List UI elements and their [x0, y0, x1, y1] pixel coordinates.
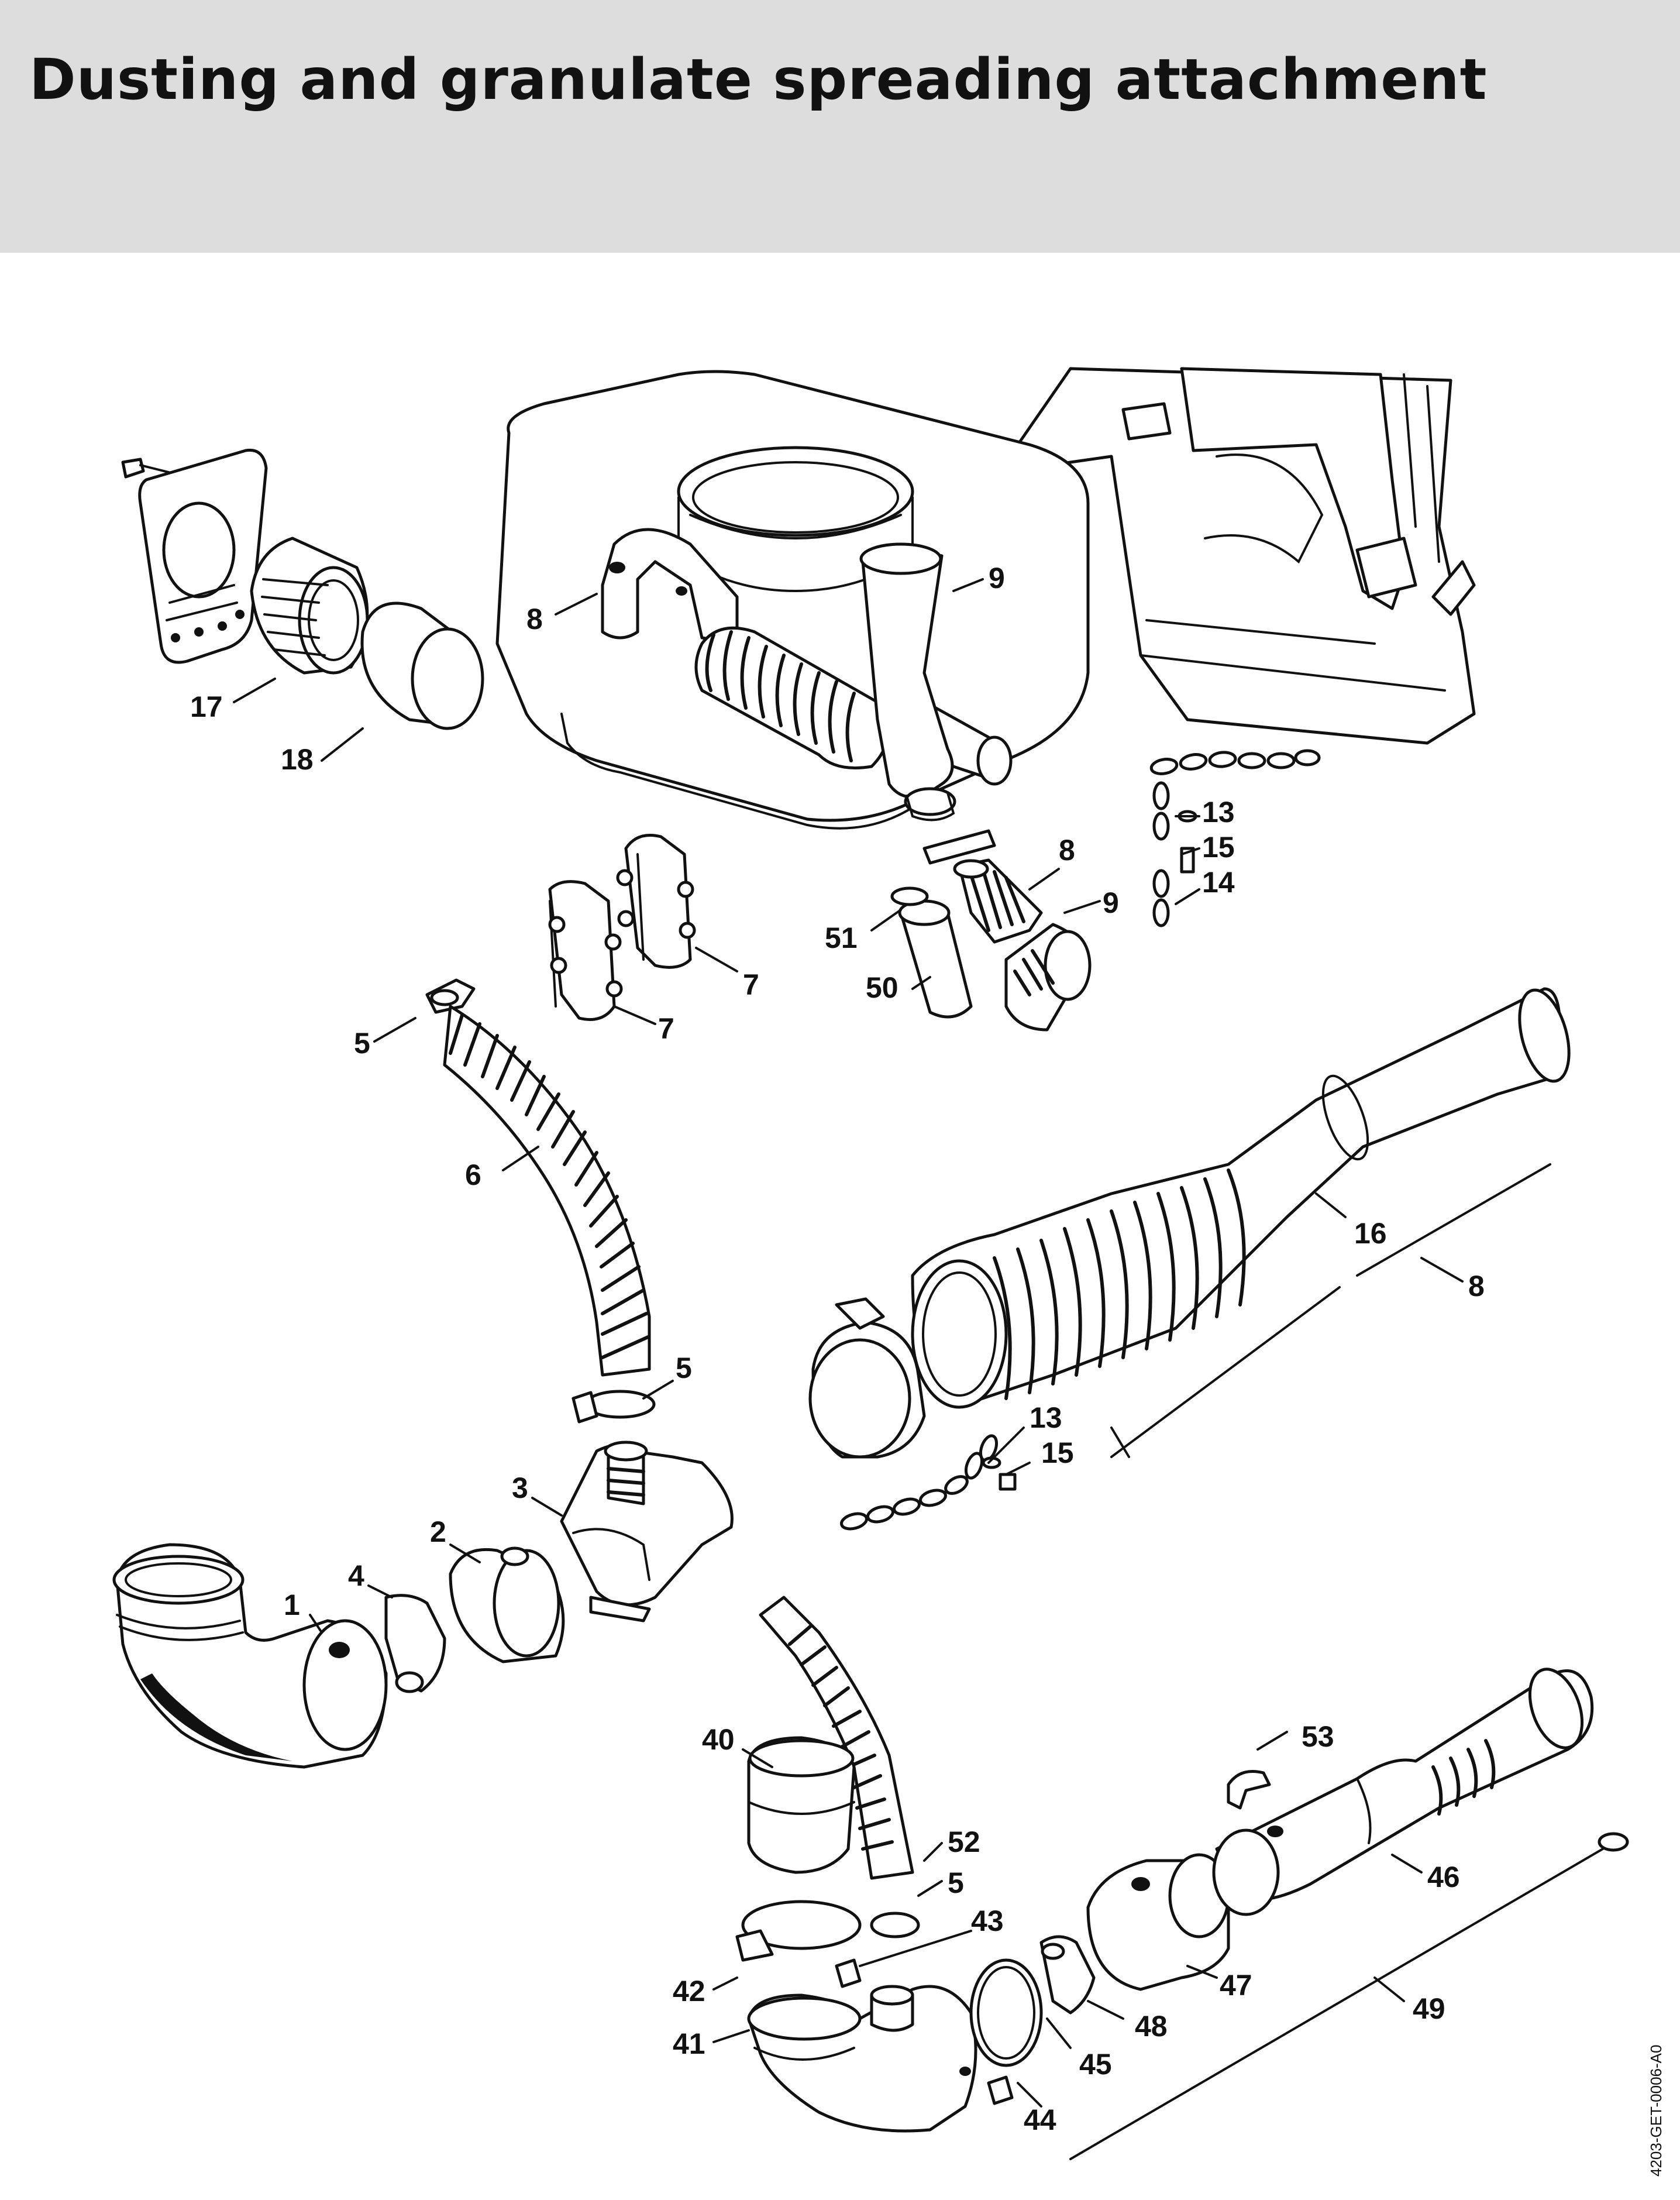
part-label-7-right: 7 [743, 968, 759, 1001]
part-label-42: 42 [673, 1975, 705, 2008]
clip-53 [1227, 1770, 1271, 1810]
part-label-7-left: 7 [658, 1012, 674, 1045]
part-label-52: 52 [948, 1826, 980, 1858]
backpack-frame [1016, 367, 1476, 745]
small-hose-clip [870, 1912, 920, 1938]
part-label-2: 2 [430, 1515, 446, 1548]
o-ring-small [890, 886, 929, 906]
part-label-49: 49 [1413, 1992, 1445, 2025]
part-label-47: 47 [1220, 1969, 1252, 2002]
chain-lower [840, 1434, 1017, 1531]
part-label-5-upper: 5 [354, 1027, 370, 1060]
large-o-ring [969, 1958, 1043, 2067]
air-filter-frame [121, 448, 268, 664]
part-label-46: 46 [1427, 1861, 1460, 1893]
union-nut [1004, 923, 1092, 1032]
wire-rod-loop [1598, 1832, 1629, 1852]
part-label-53: 53 [1302, 1720, 1334, 1753]
nozzle-cylinder [1086, 1853, 1230, 1991]
sleeve-ring [449, 1546, 565, 1663]
part-label-13-lower: 13 [1030, 1401, 1062, 1434]
chain-upper [1149, 749, 1321, 927]
half-clamp-right [616, 834, 696, 969]
retainer-clip [384, 1594, 446, 1693]
blower-tube [911, 987, 1571, 1409]
part-label-15-upper: 15 [1202, 831, 1235, 864]
part-label-1: 1 [284, 1589, 300, 1621]
tee-housing [560, 1441, 734, 1622]
filter-sleeve [360, 601, 484, 730]
part-label-3: 3 [512, 1472, 528, 1504]
coupling-sleeve [747, 1736, 856, 1874]
part-label-10: 8 [1468, 1270, 1485, 1302]
small-sleeve [898, 899, 973, 1019]
clip-44 [987, 2075, 1014, 2105]
large-hose-clamp [735, 1900, 862, 1962]
part-label-16: 16 [1354, 1217, 1387, 1250]
part-label-5-lower: 5 [948, 1866, 964, 1899]
assembly-bracket-10 [1110, 1163, 1551, 1458]
part-label-9: 9 [1103, 886, 1119, 919]
air-filter-cartridge [250, 537, 369, 675]
part-label-5-middle: 5 [676, 1352, 692, 1384]
hose-clip-upper [425, 978, 476, 1014]
small-clip-43 [835, 1958, 862, 1988]
page-title: Dusting and granulate spreading attachme… [29, 47, 1488, 112]
part-label-12: 9 [989, 562, 1005, 594]
lower-corrugated-tube [759, 1596, 914, 1880]
tank [495, 370, 1090, 830]
header-band: Dusting and granulate spreading attachme… [0, 0, 1680, 253]
part-label-4: 4 [348, 1559, 364, 1592]
part-labels: 8 9 17 18 8 9 51 50 13 15 14 7 7 5 6 5 1… [190, 562, 1485, 2136]
tank-outlet-elbow [601, 528, 739, 645]
hose-clip-lower [572, 1390, 656, 1424]
part-label-13-upper: 13 [1202, 796, 1235, 829]
part-label-15-lower: 15 [1041, 1436, 1074, 1469]
funnel-spout [859, 542, 956, 821]
tank-ribbed-hose [694, 626, 1013, 786]
part-label-8: 8 [1059, 834, 1075, 867]
wire-rod [1069, 1848, 1604, 2160]
part-label-11: 8 [526, 603, 543, 635]
retainer-clip-lower [1039, 1935, 1096, 2015]
part-label-50: 50 [866, 971, 898, 1004]
reference-code: 4203-GET-0006-A0 [1647, 2045, 1665, 2177]
outlet-tube [1212, 1668, 1594, 1916]
part-label-18: 18 [281, 743, 314, 776]
part-label-43: 43 [971, 1905, 1004, 1937]
part-label-40: 40 [702, 1723, 735, 1756]
part-label-6: 6 [465, 1159, 481, 1191]
half-clamp-left [548, 880, 623, 1021]
part-label-44: 44 [1024, 2103, 1056, 2136]
part-label-45: 45 [1079, 2048, 1112, 2081]
part-label-48: 48 [1135, 2010, 1168, 2043]
part-label-51: 51 [825, 922, 858, 954]
leader-lines [233, 578, 1464, 2108]
part-label-17: 17 [190, 690, 223, 723]
lower-elbow-housing [747, 1985, 977, 2133]
part-label-14: 14 [1202, 866, 1235, 899]
corrugated-hose [443, 1005, 651, 1377]
tube-clamp-ring [808, 1297, 926, 1459]
elbow-housing [112, 1543, 388, 1769]
part-label-41: 41 [673, 2027, 705, 2060]
threaded-connector [922, 829, 1043, 944]
